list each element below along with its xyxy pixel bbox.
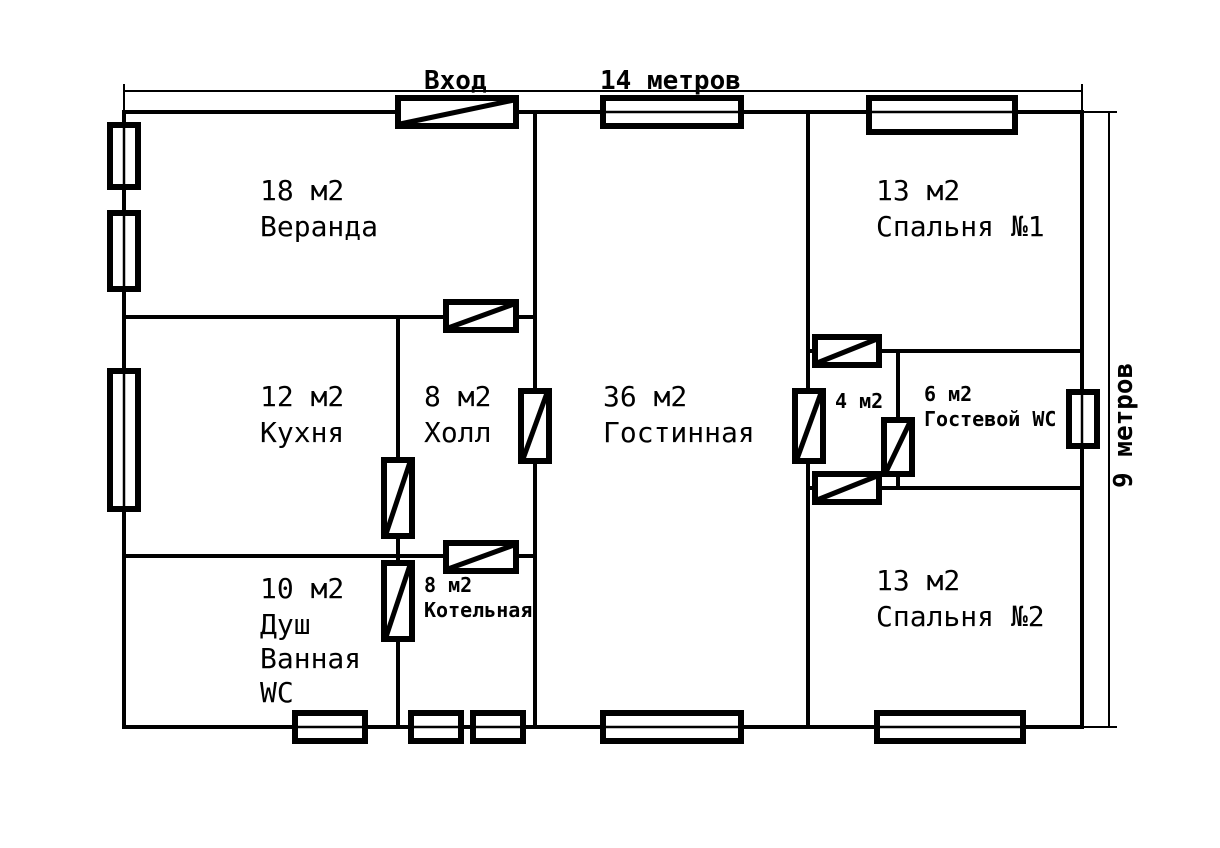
window-bottom-1 <box>292 710 368 744</box>
window-bottom-2 <box>408 710 464 744</box>
room-corridor: 4 м2 <box>835 389 883 413</box>
room-name: Котельная <box>424 598 532 622</box>
door-hall-boiler <box>443 540 519 574</box>
room-name: Спальня №1 <box>876 210 1045 243</box>
room-boiler: 8 м2 Котельная <box>424 573 532 622</box>
room-area: 4 м2 <box>835 389 883 413</box>
width-label: 14 метров <box>600 66 741 96</box>
window-left-2 <box>107 210 141 292</box>
room-area: 8 м2 <box>424 573 472 597</box>
room-area: 13 м2 <box>876 174 960 207</box>
room-area: 12 м2 <box>260 380 344 413</box>
door-veranda-hall <box>443 299 519 333</box>
door-bedroom-2 <box>812 471 882 505</box>
window-left-3 <box>107 368 141 512</box>
room-name: Кухня <box>260 416 344 449</box>
room-name: Гостинная <box>603 416 755 449</box>
room-bedroom-1: 13 м2 Спальня №1 <box>876 174 1045 243</box>
window-bottom-3 <box>470 710 526 744</box>
room-name: Холл <box>424 416 491 449</box>
room-bedroom-2: 13 м2 Спальня №2 <box>876 564 1045 633</box>
door-bath <box>381 560 415 642</box>
room-name: Спальня №2 <box>876 600 1045 633</box>
room-area: 13 м2 <box>876 564 960 597</box>
room-bathroom: 10 м2 Душ Ванная WC <box>260 572 361 709</box>
room-hall: 8 м2 Холл <box>424 380 491 449</box>
window-right <box>1066 389 1100 449</box>
room-veranda: 18 м2 Веранда <box>260 174 378 243</box>
room-name: Гостевой WC <box>924 407 1056 431</box>
room-area: 10 м2 <box>260 572 344 605</box>
room-area: 18 м2 <box>260 174 344 207</box>
door-bedroom-1 <box>812 334 882 368</box>
dimension-width <box>123 84 1083 112</box>
door-living-corridor <box>792 388 826 464</box>
door-hall-living <box>518 388 552 464</box>
dimension-height <box>1082 111 1117 728</box>
door-guest-wc <box>881 417 915 477</box>
room-area: 6 м2 <box>924 382 972 406</box>
room-living: 36 м2 Гостинная <box>603 380 755 449</box>
entrance-label: Вход <box>424 66 487 96</box>
room-name-3: WC <box>260 676 294 709</box>
door-kitchen-hall <box>381 457 415 539</box>
room-guest-wc: 6 м2 Гостевой WC <box>924 382 1056 431</box>
room-name: Веранда <box>260 210 378 243</box>
door-entrance <box>395 95 519 129</box>
window-left-1 <box>107 122 141 190</box>
height-label: 9 метров <box>1109 363 1139 488</box>
window-top-1 <box>600 95 744 129</box>
room-name-2: Ванная <box>260 642 361 675</box>
room-kitchen: 12 м2 Кухня <box>260 380 344 449</box>
window-bottom-4 <box>600 710 744 744</box>
room-area: 36 м2 <box>603 380 687 413</box>
room-area: 8 м2 <box>424 380 491 413</box>
window-bottom-5 <box>874 710 1026 744</box>
room-name: Душ <box>260 608 311 641</box>
window-top-2 <box>866 95 1018 135</box>
